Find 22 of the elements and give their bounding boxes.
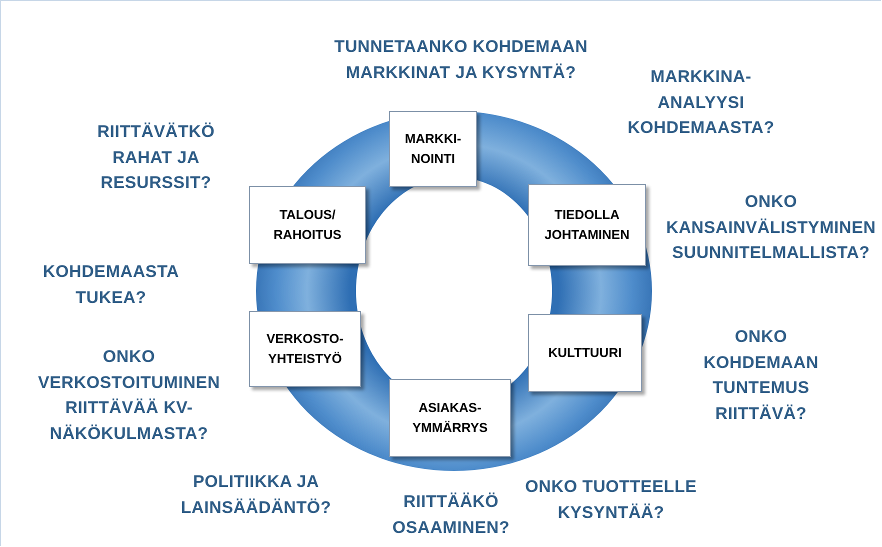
concept-box (528, 184, 646, 266)
box-label: VERKOSTO- YHTEISTYÖ (265, 330, 345, 368)
concept-box (528, 314, 642, 392)
concept-box (389, 111, 477, 187)
box-label: TIEDOLLA JOHTAMINEN (544, 206, 630, 244)
question-text: TUNNETAANKO KOHDEMAAN MARKKINAT JA KYSYNTÄ? (333, 36, 589, 84)
question-text: RIITTÄÄKÖ OSAAMINEN? (391, 491, 511, 538)
box-label: ASIAKAS- YMMÄRRYS (411, 398, 489, 437)
question-text: POLITIIKKA JA LAINSÄÄDÄNTÖ? (180, 471, 332, 518)
box-label: MARKKI- NOINTI (404, 130, 462, 168)
question-text: ONKO KOHDEMAAN TUNTEMUS RIITTÄVÄ? (702, 326, 820, 424)
question-text: ONKO KANSAINVÄLISTYMINEN SUUNNITELMALLISTA? (665, 191, 877, 264)
question-text: RIITTÄVÄTKÖ RAHAT JA RESURSSIT? (96, 121, 216, 194)
concept-box (249, 311, 361, 387)
question-text: ONKO TUOTTEELLE KYSYNTÄÄ? (524, 476, 698, 524)
box-label: TALOUS/ RAHOITUS (272, 206, 342, 244)
question-text: KOHDEMAASTA TUKEA? (42, 261, 180, 308)
concept-box (389, 379, 511, 457)
question-text: MARKKINA- ANALYYSI KOHDEMAASTA? (626, 66, 776, 139)
question-text: ONKO VERKOSTOITUMINEN RIITTÄVÄÄ KV- NÄKÖKULMASTA? (36, 346, 222, 444)
concept-box (249, 186, 366, 264)
box-label: KULTTUURI (547, 344, 623, 362)
